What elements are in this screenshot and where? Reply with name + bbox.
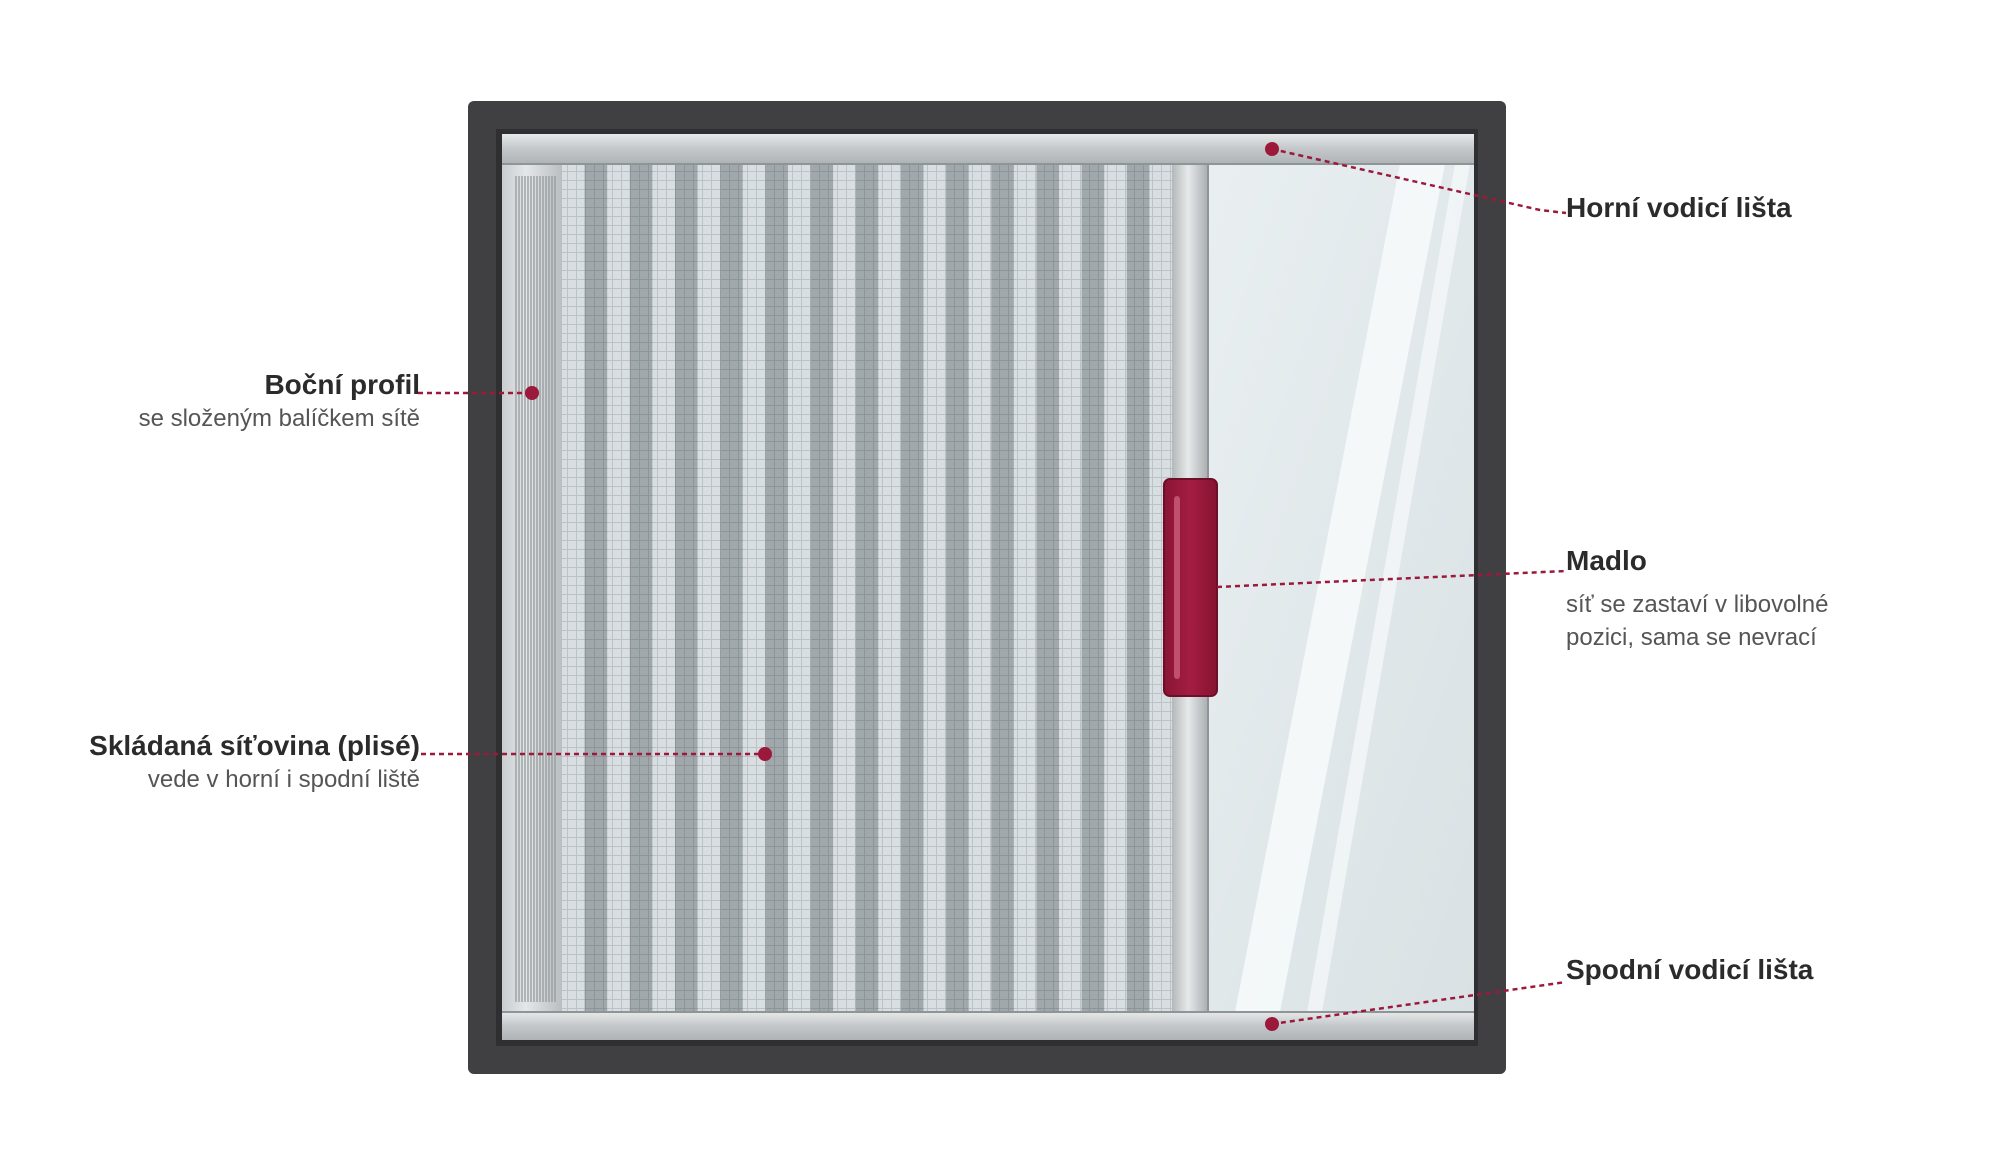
callout-line-bottom-rail (1271, 980, 1567, 1026)
pleat (900, 164, 924, 1012)
label-handle: Madlo síť se zastaví v libovolné pozici,… (1566, 544, 1828, 654)
pleat (878, 164, 902, 1012)
label-top-rail-title: Horní vodicí lišta (1566, 192, 1792, 223)
pleat (787, 164, 812, 1012)
handle-icon[interactable] (1163, 478, 1218, 697)
label-side-profile-title: Boční profil (264, 369, 420, 400)
pleat (991, 164, 1015, 1012)
pleat (1036, 164, 1060, 1012)
pleat (1059, 164, 1083, 1012)
pleat (1013, 164, 1037, 1012)
label-handle-title: Madlo (1566, 545, 1647, 576)
pleated-mesh (562, 164, 1173, 1012)
pleat (946, 164, 970, 1012)
pleat (697, 164, 721, 1012)
pleat (855, 164, 879, 1012)
pleat (584, 164, 608, 1012)
pleat (562, 164, 586, 1012)
label-pleated-mesh: Skládaná síťovina (plisé) vede v horní i… (89, 729, 420, 796)
dot-icon (758, 747, 772, 761)
pleat (1126, 164, 1150, 1012)
pleat (923, 164, 947, 1012)
window-glass (1180, 164, 1474, 1012)
label-pleated-mesh-title: Skládaná síťovina (plisé) (89, 730, 420, 761)
pleat (1104, 164, 1128, 1012)
pleat (1081, 164, 1105, 1012)
label-bottom-rail: Spodní vodicí lišta (1566, 953, 1813, 987)
label-top-rail: Horní vodicí lišta (1566, 191, 1792, 225)
label-pleated-mesh-subtitle: vede v horní i spodní liště (147, 766, 420, 793)
bottom-rail (502, 1011, 1474, 1040)
dot-icon (1265, 142, 1279, 156)
pleat (629, 164, 653, 1012)
label-handle-subtitle-line1: síť se zastaví v libovolné (1566, 591, 1829, 618)
side-profile (502, 164, 562, 1012)
pleat (833, 164, 857, 1012)
label-bottom-rail-title: Spodní vodicí lišta (1566, 954, 1814, 985)
pleat (720, 164, 744, 1012)
pleat (607, 164, 631, 1012)
pleat (674, 164, 699, 1012)
pleat (810, 164, 834, 1012)
callout-line-top-rail (1271, 147, 1567, 215)
pleat (652, 164, 676, 1012)
label-side-profile-subtitle: se složeným balíčkem sítě (138, 405, 420, 432)
top-rail (502, 134, 1474, 165)
dot-icon (525, 386, 539, 400)
label-handle-subtitle-line2: pozici, sama se nevrací (1566, 624, 1817, 651)
folded-mesh-package (515, 176, 556, 1002)
pleat (1149, 164, 1173, 1012)
callout-line-handle (1216, 569, 1567, 589)
pleat (765, 164, 789, 1012)
pleat (742, 164, 766, 1012)
label-side-profile: Boční profil se složeným balíčkem sítě (139, 368, 420, 435)
pleat (968, 164, 992, 1012)
dot-icon (1265, 1017, 1279, 1031)
